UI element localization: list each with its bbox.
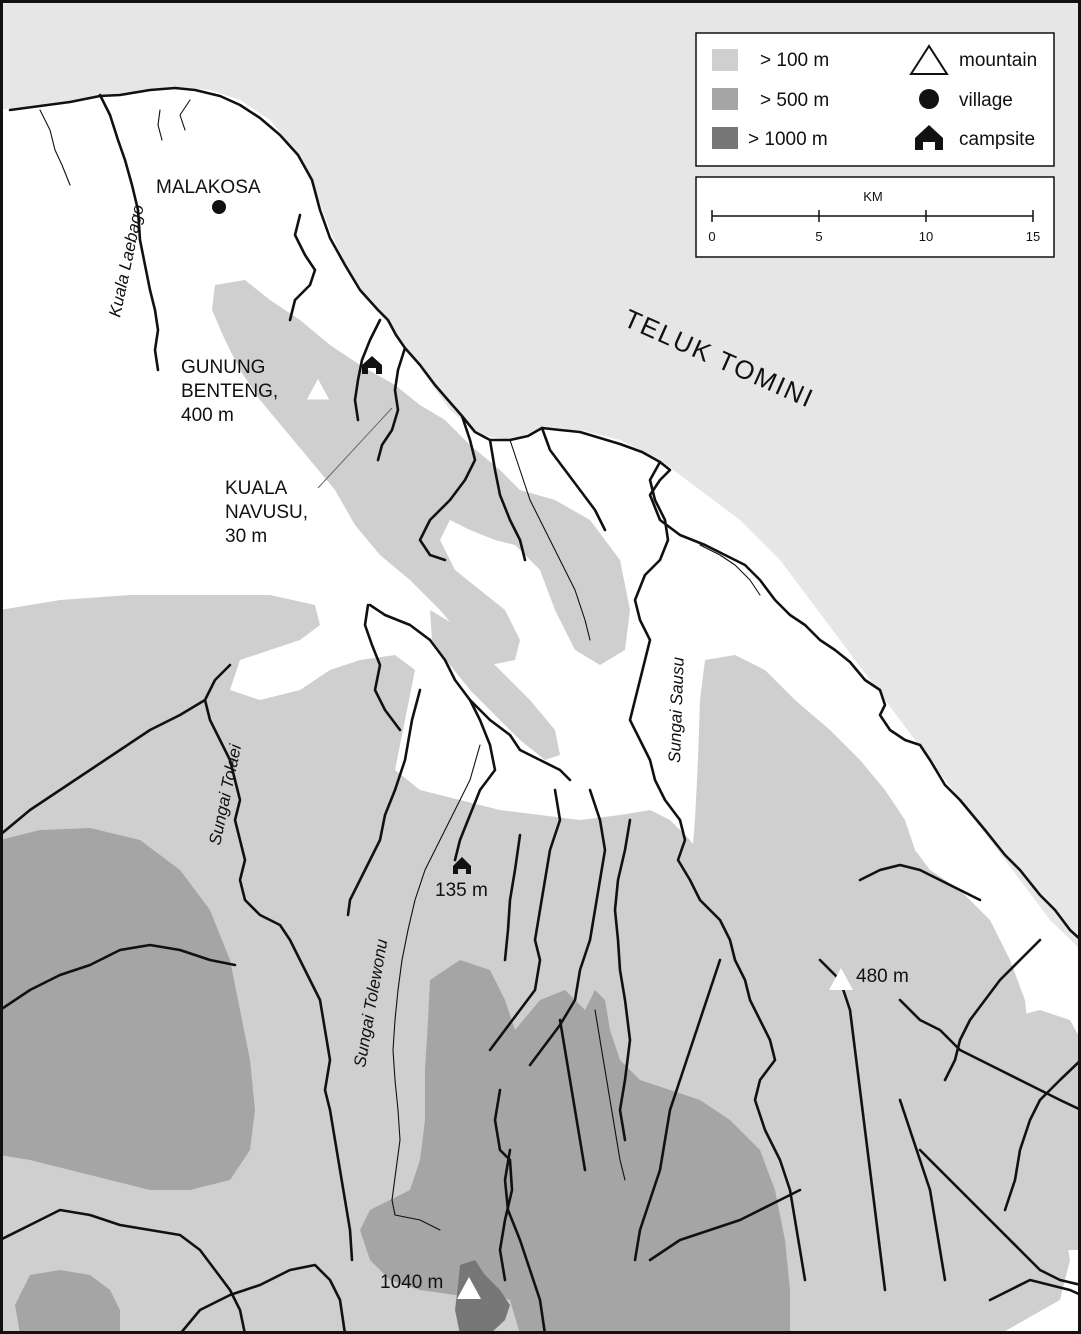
label-camp-135: 135 m	[435, 880, 488, 901]
elevation-100-zones	[0, 280, 1081, 1334]
label-kuala-navusu-line2: NAVUSU,	[225, 502, 308, 523]
river-east-1	[633, 958, 722, 1262]
legend-label-mountain: mountain	[959, 50, 1037, 71]
river-south-central-3	[558, 1018, 587, 1172]
river-tolaei	[203, 663, 354, 1262]
river-central-4	[488, 788, 562, 1052]
river-east-4	[898, 998, 1081, 1112]
river-east-10	[988, 1278, 1081, 1302]
campsite-135-icon	[453, 857, 471, 874]
river-tolewonu-upper	[363, 603, 402, 732]
campsite-navusu-icon	[362, 356, 382, 374]
label-peak-1040: 1040 m	[380, 1272, 443, 1293]
village-dot-icon	[919, 89, 939, 109]
mountain-1040-icon	[457, 1277, 481, 1299]
label-kuala-navusu-line1: KUALA	[225, 478, 288, 499]
river-network	[0, 93, 1081, 1334]
scale-label-0: 0	[708, 229, 715, 244]
legend-frame	[695, 32, 1055, 167]
river-navusu-branch	[376, 346, 407, 462]
coastline	[8, 86, 1081, 942]
mountain-gunung-benteng-icon	[305, 376, 331, 401]
west-massif	[0, 828, 255, 1190]
campsite-house-icon	[915, 125, 943, 150]
scale-label-10: 10	[919, 229, 933, 244]
river-east-6	[1003, 1058, 1081, 1212]
scale-bar: KM 0 5 10 15	[695, 176, 1055, 258]
label-gunung-benteng-line3: 400 m	[181, 405, 234, 426]
label-sungai-sausu: Sungai Sausu	[665, 656, 688, 763]
legend-label-500: > 500 m	[760, 90, 829, 111]
legend-label-village: village	[959, 90, 1013, 111]
river-central-2	[453, 698, 497, 862]
mountain-triangle-icon	[909, 44, 949, 75]
river-laebago-upper	[39, 109, 71, 186]
river-central-3	[503, 833, 522, 962]
legend-swatch-1000	[712, 127, 738, 149]
river-south-central	[503, 1148, 547, 1334]
river-east-8	[898, 1098, 947, 1282]
river-south-central-4	[594, 1009, 626, 1181]
south-west-hill	[15, 1270, 120, 1334]
river-central-5	[528, 788, 607, 1067]
south-east-hills	[900, 1010, 1081, 1250]
label-gunung-benteng-line1: GUNUNG	[181, 357, 265, 378]
river-north-creek-1	[157, 109, 163, 141]
ridge-central-spur	[430, 610, 560, 760]
scale-bar-frame	[695, 176, 1055, 258]
river-sausu	[628, 460, 807, 1282]
river-central-1	[346, 688, 422, 917]
legend-label-1000: > 1000 m	[748, 129, 828, 150]
scale-label-5: 5	[815, 229, 822, 244]
river-coastal-2	[418, 414, 477, 562]
river-south-central-2	[493, 1088, 514, 1282]
river-tolewonu-main	[391, 744, 481, 1231]
label-gunung-benteng-line2: BENTENG,	[181, 381, 278, 402]
legend-label-campsite: campsite	[959, 129, 1035, 150]
river-tolaei-west	[0, 698, 207, 837]
scale-bar-unit: KM	[863, 189, 883, 204]
river-coastal-4	[540, 426, 607, 532]
ridge-gunung-benteng	[212, 280, 630, 665]
legend: > 100 m > 500 m > 1000 m mountain villag…	[695, 32, 1055, 167]
scale-label-15: 15	[1026, 229, 1040, 244]
label-kuala-navusu-line3: 30 m	[225, 526, 267, 547]
label-malakosa: MALAKOSA	[156, 177, 261, 198]
river-east-9	[648, 1188, 802, 1262]
river-north-creek-2	[179, 99, 191, 131]
river-navusu	[353, 318, 382, 422]
legend-swatch-100	[712, 49, 738, 71]
legend-label-100: > 100 m	[760, 50, 829, 71]
village-malakosa-dot	[212, 200, 226, 214]
river-east-2	[818, 958, 887, 1292]
river-central-6	[613, 818, 632, 1142]
mountain-480-icon	[829, 968, 853, 990]
kuala-navusu-leader	[317, 407, 393, 489]
legend-swatch-500	[712, 88, 738, 110]
river-south-west-2	[178, 1263, 347, 1334]
river-west-2	[0, 943, 237, 1012]
river-coast-creek-1	[288, 213, 317, 322]
river-coastal-3-trib	[509, 439, 591, 641]
river-east-5	[943, 938, 1042, 1082]
label-peak-480: 480 m	[856, 966, 909, 987]
river-east-7	[918, 1148, 1081, 1287]
river-sausu-trib	[699, 544, 761, 596]
river-laebago	[98, 93, 160, 372]
river-east-3	[858, 863, 982, 902]
river-coastal-3	[488, 438, 527, 562]
